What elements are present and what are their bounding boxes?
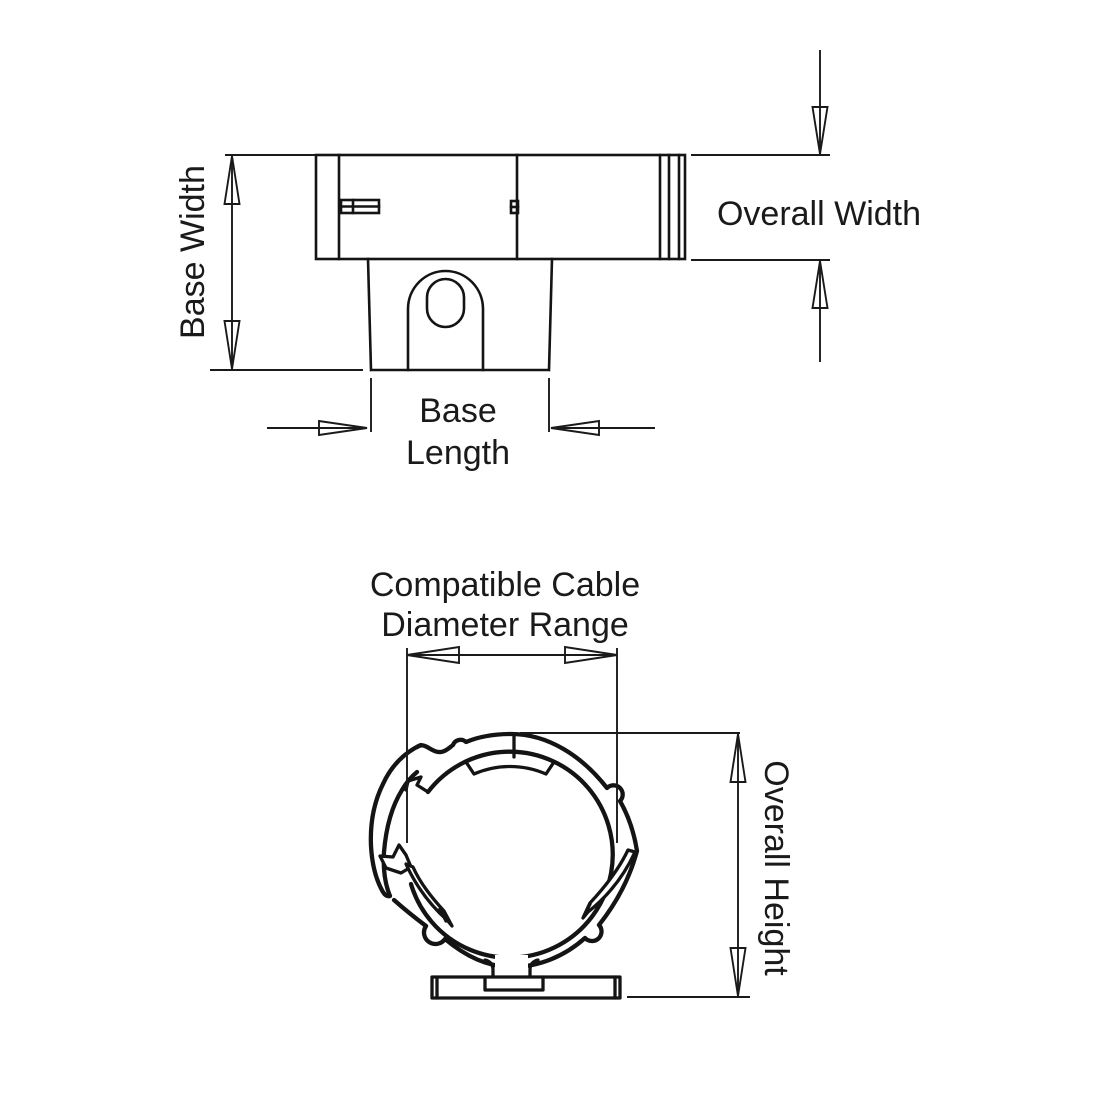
latch-strap xyxy=(368,742,424,899)
ring-outer-edge xyxy=(391,731,640,970)
body-outline xyxy=(314,153,687,261)
inner-pad-top xyxy=(464,760,556,776)
arrow-up-icon xyxy=(811,260,829,309)
mount-foot-outline xyxy=(366,257,554,372)
dim-overall-width: Overall Width xyxy=(691,50,921,362)
cable-range-label-line2: Diameter Range xyxy=(381,606,629,644)
screw-boss-arch xyxy=(406,269,485,372)
arrow-left-icon xyxy=(550,419,600,437)
arrow-down-icon xyxy=(729,947,747,997)
screw-slot xyxy=(425,277,466,329)
base-plate-end-lines xyxy=(435,975,617,1000)
clamp-top-view xyxy=(314,153,687,372)
dim-overall-height: Overall Height xyxy=(520,732,795,998)
stem-mask xyxy=(495,955,528,976)
base-width-label: Base Width xyxy=(174,165,212,339)
arrow-left-icon xyxy=(406,645,460,665)
grip-blade-step xyxy=(582,902,592,918)
base-plate xyxy=(430,975,622,1000)
overall-width-label: Overall Width xyxy=(717,195,921,233)
latch-detail-middle xyxy=(509,199,520,215)
dim-base-width: Base Width xyxy=(174,154,363,371)
arrow-up-icon xyxy=(729,733,747,783)
base-length-label-line2: Length xyxy=(406,434,510,472)
pedestal-stem xyxy=(483,958,540,979)
arm-end-step xyxy=(404,775,430,794)
latch-detail-left xyxy=(339,198,381,215)
cable-range-label-line1: Compatible Cable xyxy=(370,566,640,604)
arrow-up-icon xyxy=(223,155,241,205)
overall-height-label: Overall Height xyxy=(757,760,795,976)
arrow-down-icon xyxy=(223,320,241,370)
base-length-label-line1: Base xyxy=(419,392,497,430)
arrow-down-icon xyxy=(811,106,829,155)
pawl-hook xyxy=(378,843,413,875)
clamp-front-view xyxy=(368,731,640,1000)
grip-blade-step xyxy=(438,907,448,923)
ring-inner-edge xyxy=(408,749,615,960)
dim-base-length: Base Length xyxy=(267,378,655,472)
body-divider-right-band xyxy=(658,153,681,261)
arrow-right-icon xyxy=(564,645,618,665)
base-plate-slot xyxy=(483,975,545,992)
dim-cable-diameter-range: Compatible Cable Diameter Range xyxy=(370,566,640,843)
arrow-right-icon xyxy=(318,419,368,437)
